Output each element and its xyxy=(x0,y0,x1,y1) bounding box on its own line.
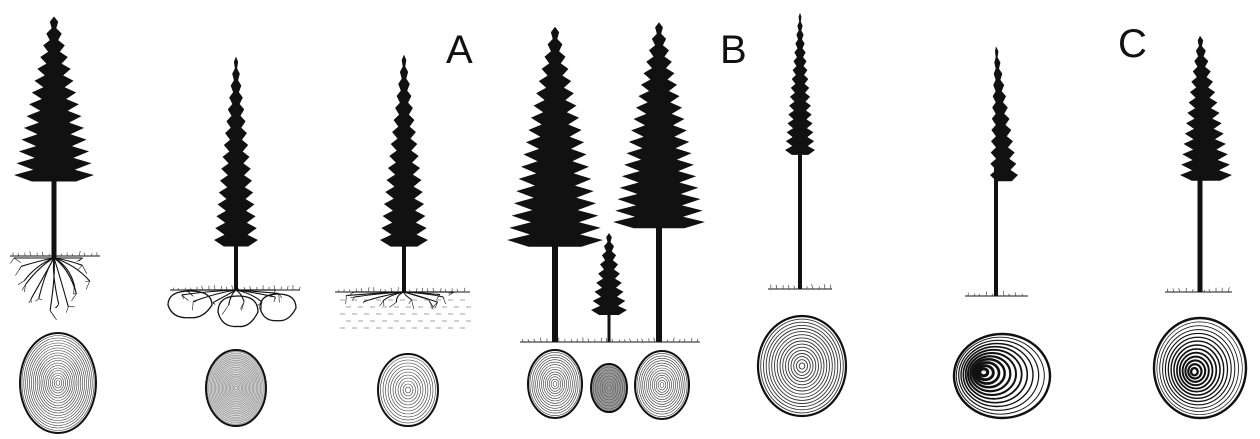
wet-soil xyxy=(340,300,471,328)
rings-tree-6 xyxy=(635,351,689,419)
rings-tree-2 xyxy=(206,350,266,426)
tree-8 xyxy=(990,40,1018,296)
roots-tree-1 xyxy=(10,258,90,320)
tree-5 xyxy=(591,228,627,342)
tree-1 xyxy=(14,10,94,258)
rings-tree-8 xyxy=(954,334,1050,418)
rings-tree-7 xyxy=(758,316,846,416)
rings-tree-4 xyxy=(528,350,582,418)
tree-8-crown xyxy=(990,40,1018,181)
tree-6 xyxy=(613,16,705,342)
tree-6-crown xyxy=(613,16,705,228)
tree-2-crown xyxy=(214,50,258,247)
rings-tree-1 xyxy=(20,333,96,433)
tree-3 xyxy=(380,48,428,292)
tree-7-crown xyxy=(785,8,815,155)
tree-6-trunk xyxy=(656,214,662,342)
tree-2 xyxy=(214,50,258,290)
ring-cross-sections xyxy=(20,316,1246,433)
tree-4-crown xyxy=(507,20,603,247)
rings-tree-9 xyxy=(1154,318,1246,418)
tree-7 xyxy=(785,8,815,289)
tree-9-crown xyxy=(1180,30,1232,181)
tree-7-trunk xyxy=(798,142,802,289)
panel-label-b: B xyxy=(720,30,747,70)
tree-4 xyxy=(507,20,603,342)
tree-4-trunk xyxy=(552,232,558,342)
tree-8-trunk xyxy=(994,167,998,296)
ground-lines xyxy=(10,251,1232,342)
tree-1-crown xyxy=(14,10,94,182)
root-systems xyxy=(10,258,471,328)
tree-3-crown xyxy=(380,48,428,247)
rock-3 xyxy=(260,294,296,321)
tree-9-trunk xyxy=(1198,167,1203,292)
rock-1 xyxy=(168,291,212,318)
roots-tree-2 xyxy=(182,290,282,315)
rings-tree-5 xyxy=(591,364,627,412)
panel-label-c: C xyxy=(1118,24,1147,64)
rings-tree-3 xyxy=(378,354,438,426)
tree-9 xyxy=(1180,30,1232,292)
panel-label-a: A xyxy=(446,30,473,70)
